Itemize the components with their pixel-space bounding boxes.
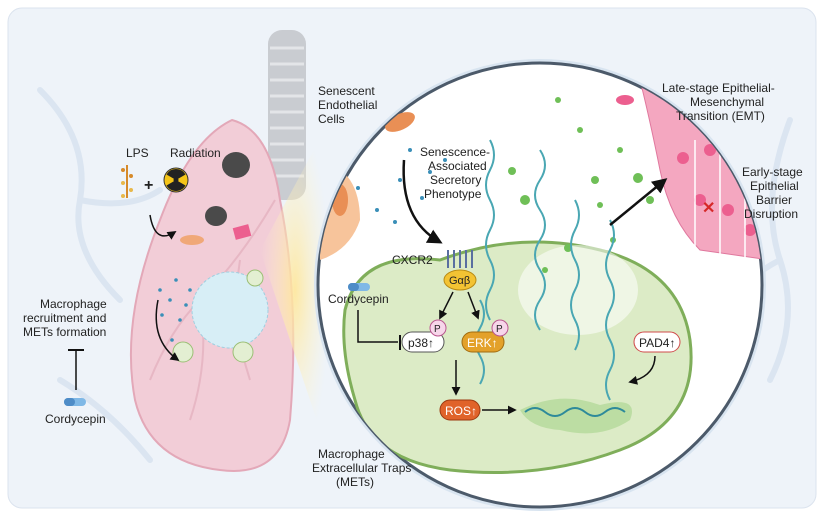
blue-particles (356, 148, 447, 224)
ros-label: ROS↑ (445, 404, 477, 418)
zoom-beam (260, 120, 330, 460)
early-label-1: Early-stage (742, 165, 803, 179)
radiation-label: Radiation (170, 146, 221, 160)
sasp-label-3: Secretory (430, 173, 481, 187)
early-label-3: Barrier (756, 193, 792, 207)
ros-node (439, 399, 481, 421)
sasp-label-1: Senescence- (420, 145, 490, 159)
recruitment-label-2: recruitment and (23, 311, 106, 325)
cxcr2-label: CXCR2 (392, 253, 433, 267)
senescent-label-2: Endothelial (318, 98, 377, 112)
erk-phospho-label: P (496, 324, 503, 335)
mets-label-1: Macrophage (318, 447, 385, 461)
p38-node (401, 331, 445, 353)
gab-label: Gαβ (449, 275, 470, 287)
p38-label: p38↑ (408, 336, 434, 350)
green-particles (508, 97, 654, 273)
lesion (222, 152, 250, 178)
emt-label-2: Mesenchymal (690, 95, 764, 109)
erk-phospho-icon (491, 319, 509, 337)
recruitment-label-3: METs formation (23, 325, 106, 339)
cordycepin-mid-label: Cordycepin (328, 292, 389, 306)
met-cloud (520, 398, 632, 434)
emt-label-3: Transition (EMT) (676, 109, 765, 123)
emt-arrow (609, 178, 668, 226)
lps-arrow (149, 214, 177, 240)
lung-dots (158, 278, 192, 342)
p38-phospho-label: P (434, 324, 441, 335)
gab-to-erk-arrow (467, 291, 480, 320)
cordycepin-inhibit-line (357, 310, 398, 343)
gab-to-p38-arrow (439, 291, 454, 320)
met-cluster (524, 407, 626, 417)
recruitment-label-1: Macrophage (40, 297, 107, 311)
lps-label: LPS (126, 146, 149, 160)
gab-protein (443, 269, 477, 291)
early-label-4: Disruption (744, 207, 798, 221)
mets-label-2: Extracellular Traps (312, 461, 411, 475)
p38-phospho-icon (429, 319, 447, 337)
disruption-x-icon: ✕ (702, 200, 715, 217)
inhibit-bar (68, 349, 84, 390)
emt-label-1: Late-stage Epithelial- (662, 81, 775, 95)
lung-macrophages (172, 269, 264, 363)
plus-sign: + (144, 177, 153, 194)
erk-node (461, 331, 505, 353)
lung-cell (232, 224, 252, 240)
sasp-label-4: Phenotype (424, 187, 482, 201)
senescent-label-1: Senescent (318, 84, 375, 98)
cordycepin-left-label: Cordycepin (45, 412, 106, 426)
sasp-arrow (402, 159, 443, 244)
lps-icon (121, 165, 133, 198)
pad4-label: PAD4↑ (639, 336, 675, 350)
erk-label: ERK↑ (467, 336, 498, 350)
radiation-icon (163, 167, 189, 193)
pad4-node (633, 331, 681, 353)
pill-icon (64, 398, 86, 406)
macrophage (342, 240, 693, 474)
sasp-label-2: Associated (428, 159, 487, 173)
lung-cell (180, 235, 204, 245)
mets-label-3: (METs) (336, 475, 374, 489)
early-label-2: Epithelial (750, 179, 799, 193)
pill-icon-mid (348, 283, 370, 291)
pad4-arrow (628, 355, 656, 385)
trachea (268, 30, 306, 200)
recruit-arrow (155, 299, 180, 362)
alveolus (191, 271, 269, 349)
cxcr2-receptor-icon (447, 250, 473, 268)
senescent-label-3: Cells (318, 112, 345, 126)
lesion (205, 206, 227, 226)
